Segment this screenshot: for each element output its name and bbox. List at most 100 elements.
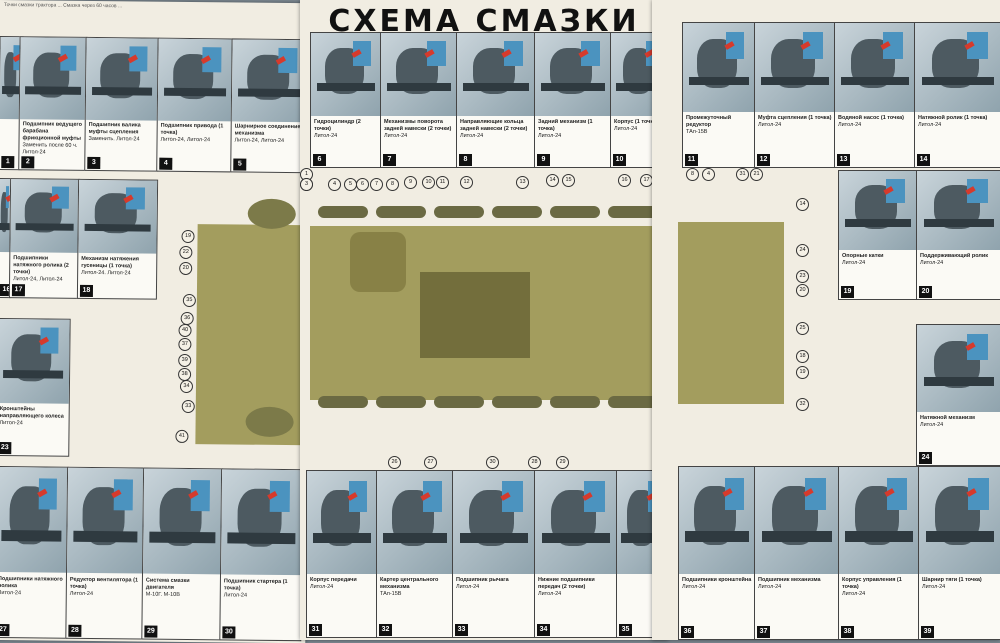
- callout-marker: 22: [179, 246, 192, 259]
- callout-marker: 24: [796, 244, 809, 257]
- drive-wheel-rear: [245, 407, 293, 438]
- tile-text: Литол-24: [538, 591, 561, 597]
- tile-caption: Механизм натяжения гусеницы (1 точка)Лит…: [81, 255, 153, 277]
- mechanism-illustration: [20, 37, 87, 120]
- part-shadow: [3, 370, 64, 379]
- tile-heading: Поддерживающий ролик: [920, 253, 998, 260]
- part-shadow: [85, 224, 151, 232]
- tile-number: 12: [757, 154, 770, 166]
- poster-sheet-left: Точки смазки трактора ... Смазка через 6…: [0, 0, 312, 643]
- tile-number: 2: [21, 156, 34, 168]
- part-shadow: [845, 531, 912, 542]
- part-shadow: [150, 532, 216, 543]
- part-shadow: [313, 533, 372, 543]
- tile-text: Литол-24. Литол-24: [81, 269, 131, 276]
- track-shoe-lower: [608, 396, 658, 408]
- tile-number: 9: [537, 154, 550, 166]
- tile-number: 6: [313, 154, 326, 166]
- part-shadow: [761, 77, 828, 86]
- tile-number: 14: [917, 154, 930, 166]
- tile-heading: Натяжной механизм: [920, 415, 998, 422]
- mechanism-illustration: [679, 467, 755, 574]
- tile-number: 8: [459, 154, 472, 166]
- callout-marker: 18: [796, 350, 809, 363]
- callout-marker: 11: [436, 176, 449, 189]
- tile-heading: Механизм натяжения гусеницы (1 точка): [81, 255, 153, 270]
- mechanism-illustration: [535, 471, 617, 574]
- mechanism-illustration: [311, 33, 381, 116]
- tile-number: 28: [68, 625, 81, 637]
- part-shadow: [542, 533, 611, 543]
- fine-print: Точки смазки трактора ... Смазка через 6…: [4, 2, 122, 9]
- tile-heading: Подшипник ведущего барабана фрикционной …: [23, 122, 83, 144]
- callout-marker: 31: [736, 168, 749, 181]
- gearbox: [350, 232, 406, 292]
- tile-text: Литол-24: [0, 590, 21, 596]
- tile-text: М-10Г. М-10В: [146, 591, 180, 597]
- mechanism-illustration: [377, 471, 453, 574]
- callout-marker: 7: [370, 178, 383, 191]
- mechanism-illustration: [78, 180, 157, 254]
- callout-marker: 4: [702, 168, 715, 181]
- track-shoe-upper: [550, 206, 600, 218]
- track-shoe-upper: [492, 206, 542, 218]
- tile-number: 18: [80, 285, 93, 297]
- part-shadow: [1, 530, 62, 541]
- part-shadow: [922, 77, 994, 86]
- callout-marker: 19: [181, 230, 194, 243]
- mechanism-illustration: [232, 39, 309, 122]
- mechanism-illustration: [381, 33, 457, 116]
- tile-heading: Картер центрального механизма: [380, 577, 450, 591]
- tile-heading: Механизмы поворота задней навески (2 точ…: [384, 119, 454, 133]
- tile-text: Литол-24: [538, 133, 561, 139]
- callout-marker: 8: [686, 168, 699, 181]
- mechanism-illustration: [86, 38, 159, 121]
- tile-number: 33: [455, 624, 468, 636]
- tile-text: Литол-24: [314, 133, 337, 139]
- tile-heading: Шарнир тяги (1 точка): [922, 577, 998, 584]
- mechanism-illustration: [917, 171, 1000, 250]
- callout-marker: 21: [750, 168, 763, 181]
- mechanism-illustration: [839, 171, 917, 250]
- track-shoe-upper: [434, 206, 484, 218]
- tile-text: Литол-24, Литол-24: [161, 137, 211, 144]
- callout-marker: 41: [175, 430, 188, 443]
- tile-heading: Корпус передачи: [310, 577, 374, 584]
- callout-marker: 32: [796, 398, 809, 411]
- tile-caption: Задний механизм (1 точка)Литол-24: [538, 119, 608, 140]
- tile-heading: Редуктор вентилятора (1 точка): [70, 577, 140, 592]
- mechanism-illustration: [0, 467, 68, 573]
- part-shadow: [689, 77, 749, 86]
- tile-number: 19: [841, 286, 854, 298]
- mechanism-illustration: [221, 469, 302, 575]
- part-shadow: [16, 223, 73, 231]
- callout-marker: 3: [300, 178, 313, 191]
- tile-heading: Подшипник стартера (1 точка): [224, 578, 298, 593]
- callout-marker: 28: [528, 456, 541, 469]
- mechanism-illustration: [919, 467, 1000, 574]
- callout-marker: 25: [796, 322, 809, 335]
- callout-marker: 37: [178, 338, 191, 351]
- tile-text: Литол-24: [310, 584, 333, 590]
- tile-text: Литол-24, Литол-24: [13, 276, 63, 283]
- tile-caption: Корпус управления (1 точка)Литол-24: [842, 577, 916, 598]
- tile-heading: Натяжной ролик (1 точка): [918, 115, 998, 122]
- drive-wheel: [248, 199, 296, 230]
- callout-marker: 12: [460, 176, 473, 189]
- tile-text: Литол-24: [384, 133, 407, 139]
- tile-heading: Подшипники натяжного ролика: [0, 576, 64, 591]
- tile-number: 13: [837, 154, 850, 166]
